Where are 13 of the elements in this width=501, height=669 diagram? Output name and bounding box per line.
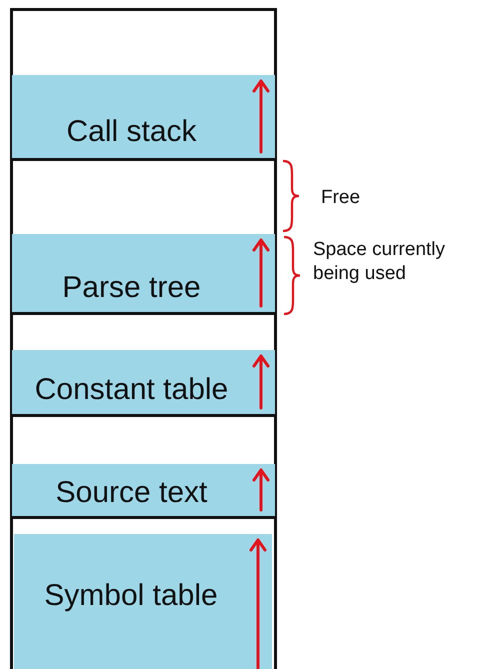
memory-segment: [12, 464, 275, 519]
segment-label: Source text: [54, 478, 208, 508]
memory-segment: [12, 350, 275, 417]
segment-label: Parse tree: [61, 273, 202, 303]
segment-label: Call stack: [65, 117, 198, 147]
memory-column: [10, 8, 277, 669]
memory-segment: [14, 534, 272, 669]
segment-label: Constant table: [34, 375, 230, 405]
memory-segment: [12, 234, 275, 315]
brace-label: Space currently being used: [313, 238, 446, 286]
brace-label: Free: [321, 186, 362, 210]
segment-label: Symbol table: [43, 581, 219, 611]
memory-segment: [12, 75, 275, 161]
